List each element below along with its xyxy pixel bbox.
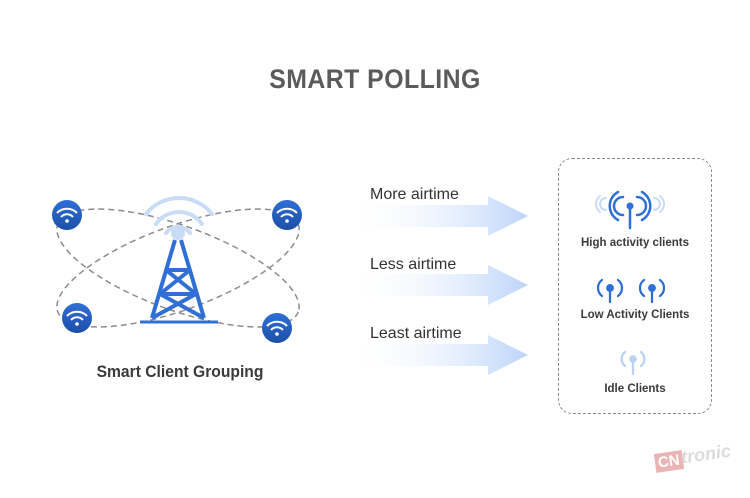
high-activity-label: High activity clients	[580, 237, 689, 249]
wifi-client-icon-top-right	[272, 200, 302, 230]
airtime-arrow-3	[345, 335, 528, 375]
tower-top-dot	[171, 226, 185, 240]
low-activity-label: Low Activity Clients	[580, 309, 690, 321]
watermark-logo: CN tronic	[653, 440, 745, 480]
idle-clients-label: Idle Clients	[604, 383, 666, 395]
arrow-label-more: More airtime	[370, 186, 459, 203]
wifi-client-icon-top-left	[52, 200, 82, 230]
antenna-pair-icon	[596, 278, 666, 304]
page-title: SMART POLLING	[269, 64, 481, 94]
wifi-client-icon-bottom-left	[62, 303, 92, 333]
arrow-label-less: Less airtime	[370, 256, 457, 273]
broadcast-antenna-icon	[595, 190, 665, 230]
cell-tower-icon	[140, 239, 218, 324]
arrow-label-least: Least airtime	[370, 325, 462, 342]
watermark-cn: CN	[653, 450, 684, 473]
airtime-arrow-1	[345, 196, 528, 236]
airtime-arrow-2	[345, 265, 528, 305]
watermark-tronic: tronic	[679, 440, 733, 468]
smart-client-grouping-caption: Smart Client Grouping	[96, 362, 264, 381]
wifi-client-icon-bottom-right	[262, 313, 292, 343]
faded-antenna-icon	[620, 350, 646, 376]
client-groups-panel	[558, 158, 712, 414]
